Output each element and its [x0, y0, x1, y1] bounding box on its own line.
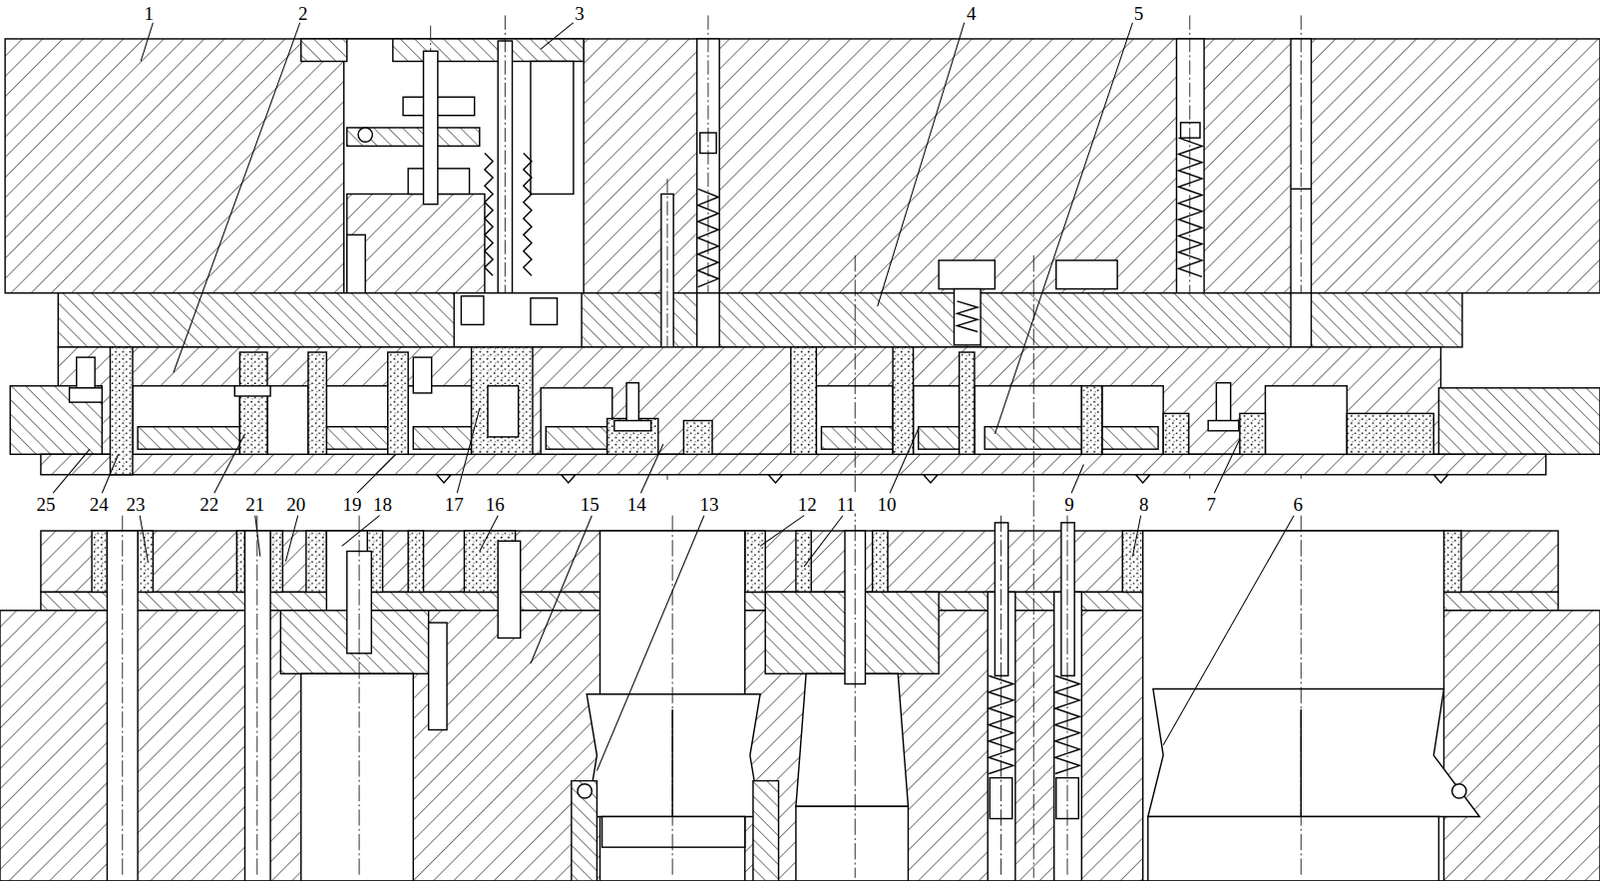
callout-number: 12 — [796, 494, 819, 514]
callout-number: 14 — [625, 494, 649, 514]
callout-number: 21 — [243, 494, 267, 514]
callout-number: 16 — [483, 494, 507, 514]
center-lines — [122, 255, 1302, 878]
callout-number: 5 — [1132, 3, 1147, 23]
lower-die — [0, 522, 1600, 881]
callout-number: 1 — [142, 3, 157, 23]
callout-number: 10 — [874, 494, 898, 514]
callout-number: 6 — [1290, 494, 1305, 514]
callout-number: 23 — [124, 494, 148, 514]
callout-number: 20 — [284, 494, 308, 514]
callout-number: 7 — [1204, 494, 1219, 514]
leader-lines — [52, 22, 1294, 772]
callout-number: 4 — [964, 3, 979, 23]
callout-number: 15 — [578, 494, 602, 514]
upper-die — [4, 14, 1600, 483]
callout-number: 19 — [340, 494, 364, 514]
callout-number: 25 — [34, 494, 58, 514]
callout-number: 24 — [87, 494, 111, 514]
callout-number: 11 — [834, 494, 857, 514]
callout-number: 9 — [1062, 494, 1077, 514]
callout-number: 8 — [1137, 494, 1152, 514]
callout-number: 18 — [371, 494, 395, 514]
callout-number: 2 — [296, 3, 311, 23]
callout-number: 13 — [697, 494, 721, 514]
callout-number: 3 — [572, 3, 587, 23]
callout-number: 22 — [197, 494, 221, 514]
callout-number: 17 — [442, 494, 466, 514]
